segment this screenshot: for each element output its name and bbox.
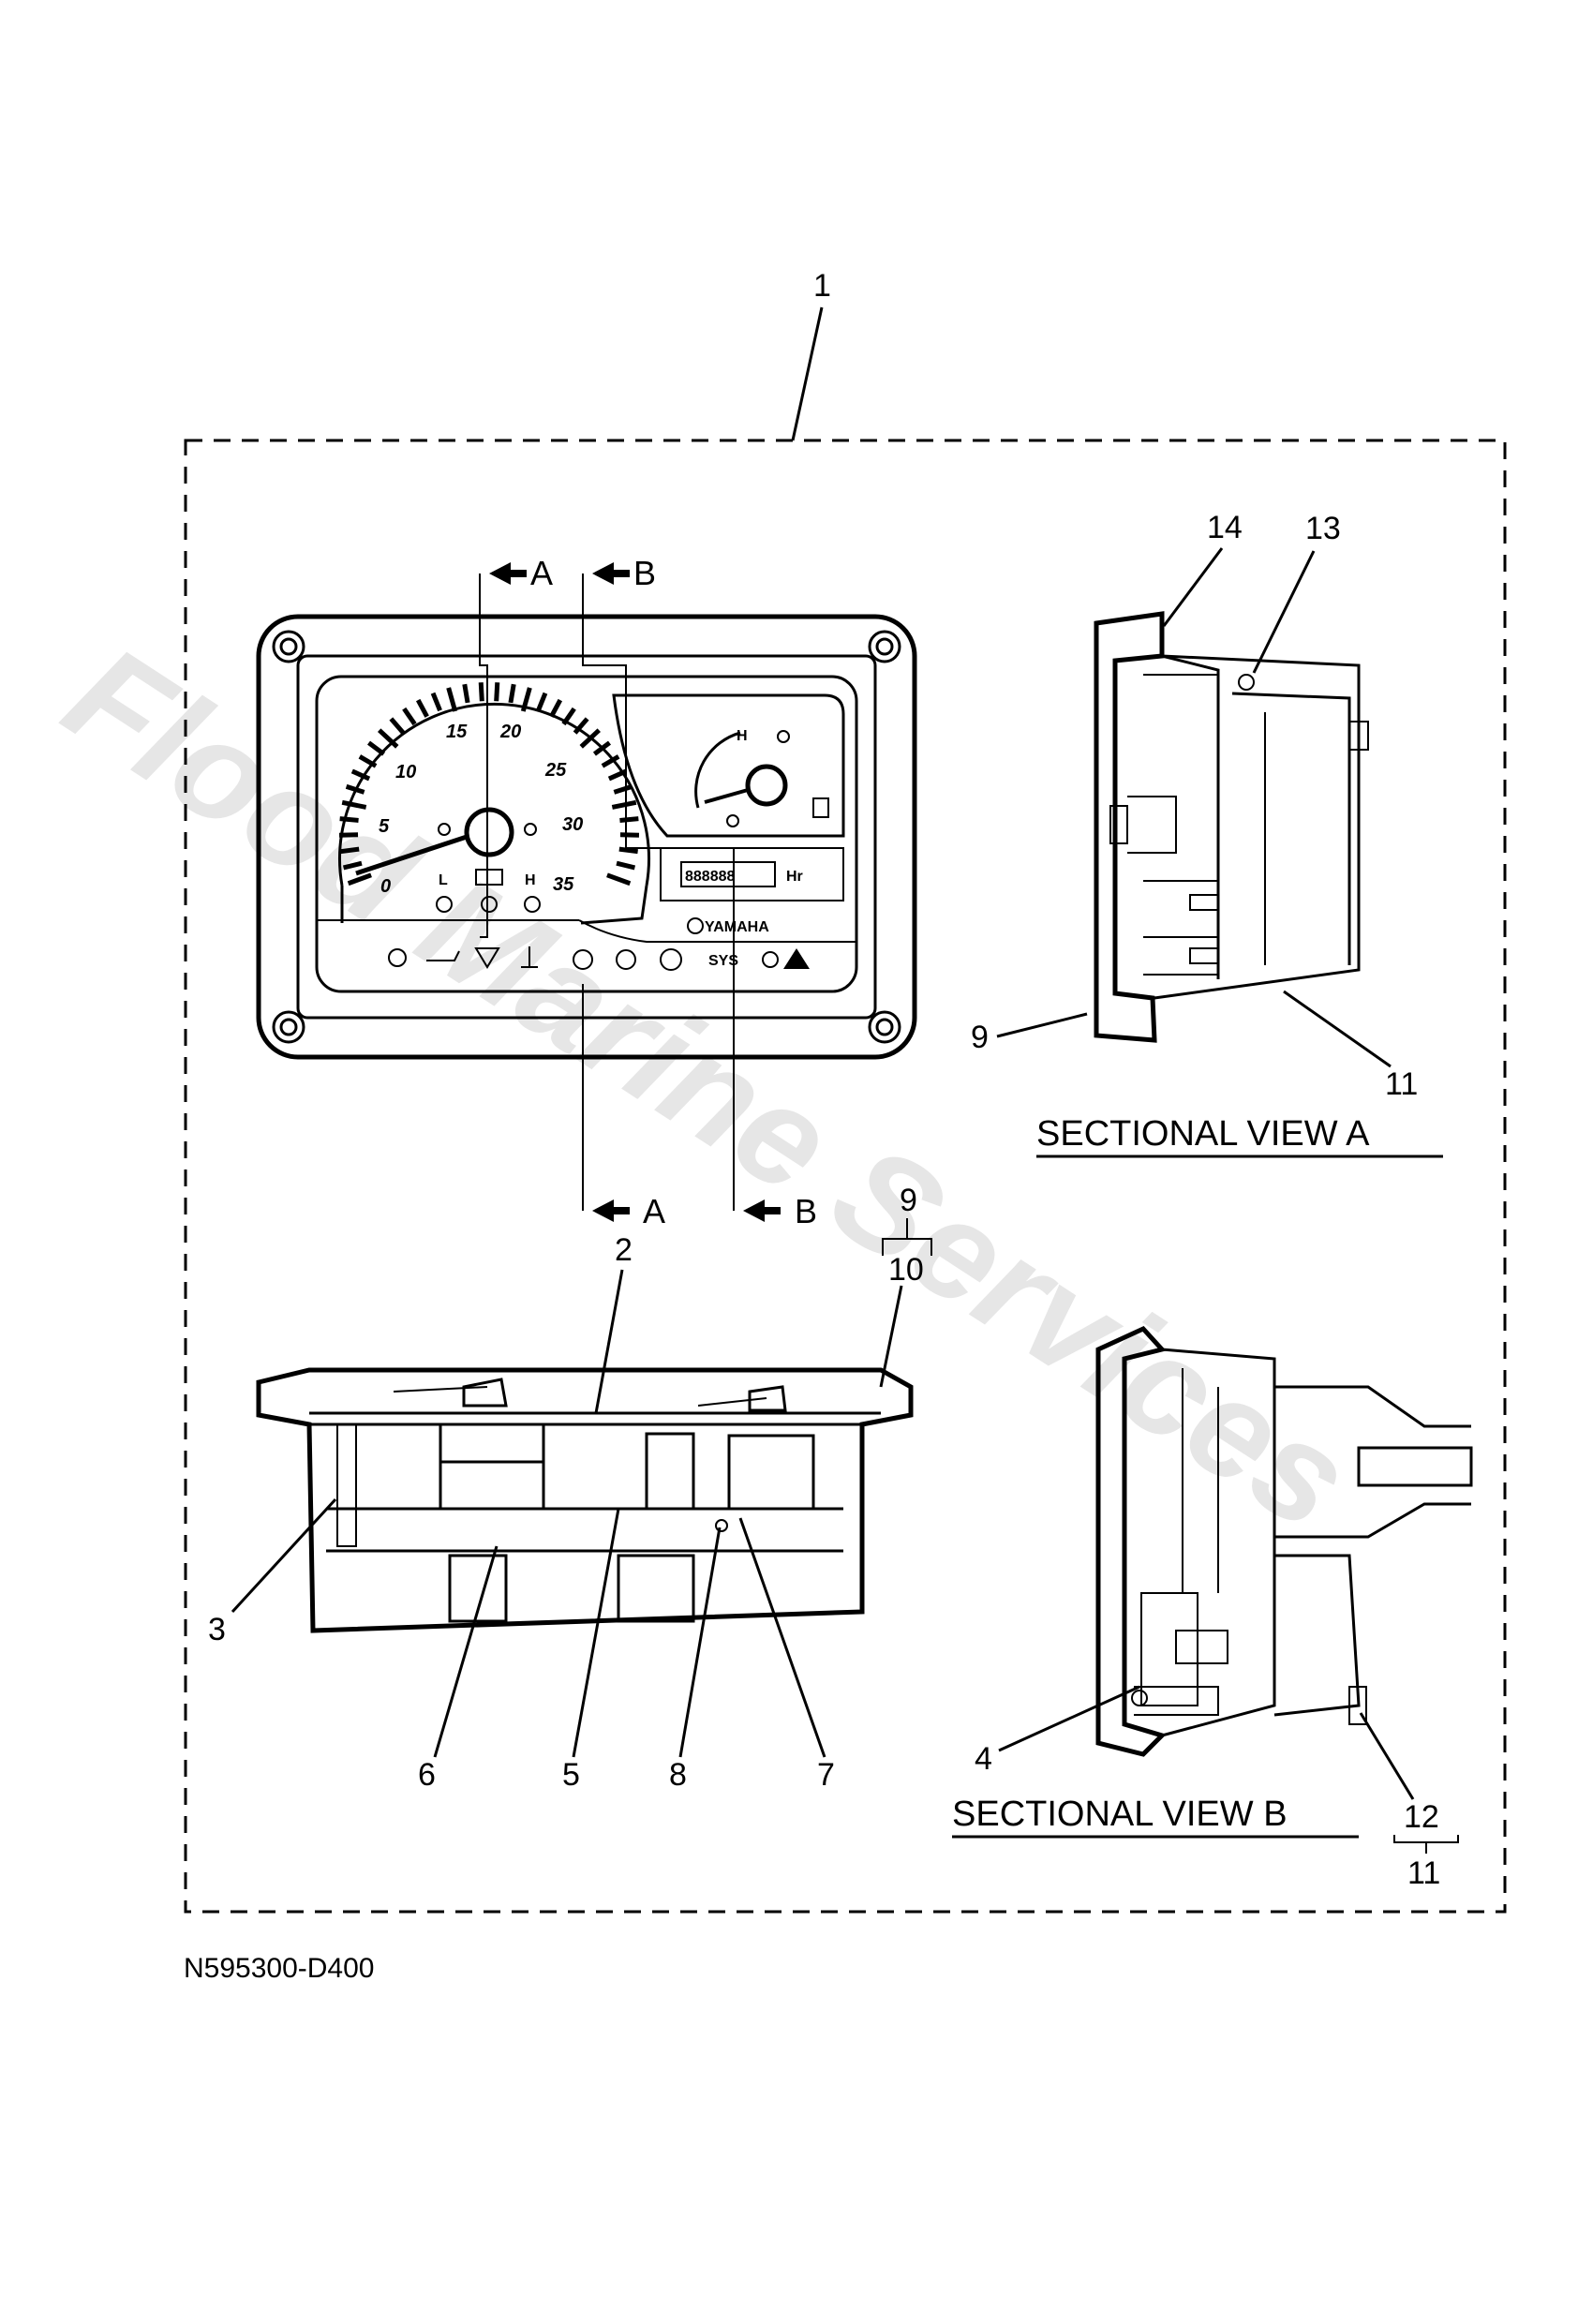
tach-tick — [378, 728, 399, 749]
tach-tick — [611, 799, 637, 810]
callout-11-view-b: 11 — [1407, 1855, 1440, 1891]
tach-tick — [549, 698, 563, 718]
tach-tick — [520, 687, 532, 712]
tach-tick — [536, 692, 548, 712]
tach-tick — [508, 683, 516, 704]
hour-unit: Hr — [786, 869, 803, 885]
tach-scale-30: 30 — [562, 814, 583, 835]
tach-tick — [430, 692, 442, 712]
callout-7: 7 — [817, 1757, 835, 1793]
callout-11-view-a: 11 — [1385, 1066, 1418, 1102]
tach-scale-20: 20 — [499, 722, 521, 742]
tach-tick — [462, 683, 470, 704]
sectional-view-b — [1095, 1325, 1473, 1757]
callout-10: 10 — [888, 1252, 924, 1288]
tach-tick — [579, 728, 601, 749]
temp-high-mark: H — [737, 728, 748, 744]
hour-meter-display — [680, 861, 776, 887]
tach-scale-0: 0 — [380, 876, 391, 897]
callout-13: 13 — [1305, 511, 1341, 546]
tach-tick — [350, 768, 371, 782]
tach-tick — [341, 799, 367, 810]
tach-tick — [592, 740, 611, 756]
section-marker-a-top: A — [530, 554, 553, 592]
section-marker-b-bottom: B — [795, 1192, 817, 1230]
section-marker-b-top: B — [633, 554, 656, 592]
assembly-boundary — [184, 439, 1507, 1914]
tach-tick — [607, 768, 628, 782]
callout-5: 5 — [562, 1757, 580, 1793]
tach-tick — [345, 783, 365, 795]
callout-12: 12 — [1404, 1799, 1439, 1835]
brand-label: YAMAHA — [705, 919, 769, 935]
tach-scale-15: 15 — [446, 722, 468, 742]
tach-tick — [619, 816, 639, 823]
tach-tick — [347, 872, 372, 886]
tach-tick — [340, 846, 360, 855]
sectional-view-a — [1094, 611, 1369, 1043]
tach-tick — [573, 717, 589, 735]
callout-14: 14 — [1207, 510, 1243, 545]
low-mark: L — [439, 872, 448, 888]
callout-9-bottom: 9 — [900, 1183, 917, 1218]
tach-tick — [606, 872, 632, 886]
high-mark: H — [525, 872, 536, 888]
section-marker-a-bottom: A — [643, 1192, 665, 1230]
document-code: N595300-D400 — [184, 1953, 374, 1984]
hour-meter-digits: 888888 — [685, 869, 735, 885]
sectional-view-b-label: SECTIONAL VIEW B — [952, 1795, 1288, 1834]
tach-tick — [358, 754, 378, 768]
gauge-front-view: 0 5 10 15 20 25 30 35 L H H 888888 Hr YA… — [256, 614, 917, 1060]
callout-6: 6 — [418, 1757, 436, 1793]
tach-tick — [402, 707, 417, 726]
tach-tick — [601, 754, 620, 768]
callout-9-view-a: 9 — [971, 1020, 989, 1055]
tach-scale-35: 35 — [553, 874, 574, 895]
callout-2: 2 — [615, 1232, 633, 1268]
warning-icons — [388, 946, 810, 971]
tach-tick — [616, 860, 636, 871]
callout-8: 8 — [669, 1757, 687, 1793]
tach-tick — [613, 783, 633, 795]
tach-hub — [464, 807, 514, 857]
tach-tick — [478, 682, 484, 702]
temp-hub — [745, 764, 788, 807]
section-cut-lines — [479, 562, 781, 1222]
tach-tick — [561, 707, 576, 726]
tach-tick — [389, 717, 406, 735]
tach-tick — [446, 687, 458, 712]
tach-scale-10: 10 — [395, 762, 416, 782]
tach-tick — [494, 682, 500, 702]
tach-tick — [367, 740, 386, 756]
sys-label: SYS — [708, 953, 738, 969]
tach-scale-5: 5 — [379, 816, 390, 837]
tach-scale-25: 25 — [544, 760, 567, 781]
tach-tick — [415, 698, 429, 718]
tach-tick — [339, 816, 359, 823]
gauge-side-section — [256, 1367, 914, 1633]
callout-4: 4 — [975, 1741, 992, 1777]
sectional-view-a-label: SECTIONAL VIEW A — [1036, 1114, 1370, 1154]
tach-tick — [342, 860, 363, 871]
tach-tick-marks — [338, 682, 640, 886]
callout-3: 3 — [208, 1612, 226, 1647]
callout-1: 1 — [813, 268, 831, 304]
tach-tick — [618, 846, 638, 855]
mounting-screw-holes — [272, 630, 901, 1044]
